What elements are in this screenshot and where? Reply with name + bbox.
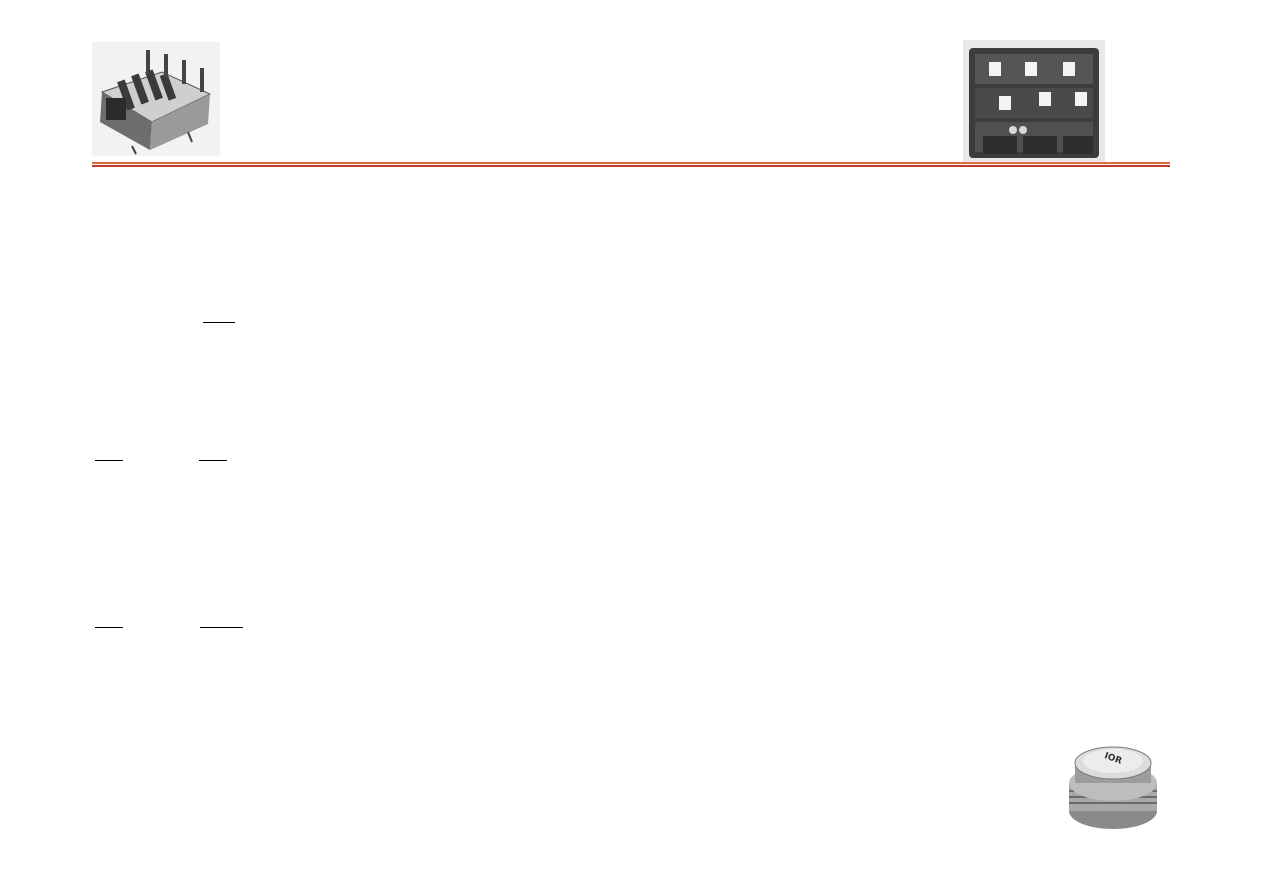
header-divider	[92, 162, 1170, 168]
header-divider-bottom-line	[92, 165, 1170, 167]
fraction-bar	[95, 627, 123, 628]
six-pack-module-image	[963, 40, 1105, 162]
fraction-bar	[95, 460, 123, 461]
fraction-bar	[199, 460, 227, 461]
fraction-bar	[203, 322, 235, 323]
press-pack-thyristor-image: IOR	[1064, 739, 1162, 831]
header-divider-top-line	[92, 162, 1170, 164]
fraction-bar	[200, 627, 243, 628]
igbt-module-image	[92, 42, 220, 156]
